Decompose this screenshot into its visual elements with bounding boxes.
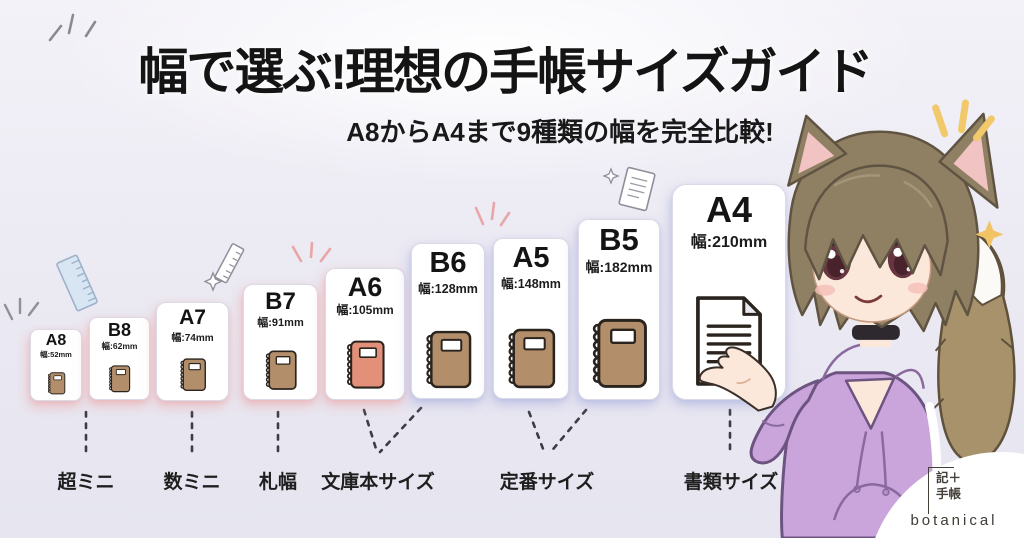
notebook-icon: [108, 365, 131, 393]
bangs: [803, 164, 949, 281]
size-card-a5: A5 幅:148mm: [493, 238, 569, 399]
small-ruler-icon: [214, 243, 245, 284]
size-width: 幅:52mm: [40, 350, 72, 360]
size-name: B8: [107, 319, 131, 340]
size-name: B5: [599, 222, 639, 257]
eyebrow-left: [816, 231, 853, 239]
brand-name: botanical: [910, 512, 998, 529]
size-width: 幅:62mm: [101, 340, 138, 351]
size-card-b6: B6 幅:128mm: [411, 243, 485, 399]
document-icon: [692, 295, 766, 387]
logo-mark-bottom: 手帳: [936, 486, 962, 501]
size-name: A5: [512, 241, 550, 274]
category-label-bunko: 文庫本サイズ: [321, 472, 435, 493]
emphasis-lines-a5: [474, 201, 511, 227]
hair-highlight: [833, 174, 933, 209]
brand-logo: 記＋ 手帳 botanical: [866, 452, 1024, 538]
size-card-a8: A8 幅:52mm: [30, 329, 82, 401]
sparkle-star-icon: [975, 220, 1004, 249]
category-label-mini: 数ミニ: [163, 472, 221, 493]
hair: [787, 130, 980, 333]
size-width: 幅:210mm: [690, 234, 768, 252]
page-title: 幅で選ぶ!理想の手帳サイズガイド: [138, 44, 873, 100]
size-width: 幅:74mm: [171, 332, 214, 344]
cat-ear-right: [938, 112, 999, 209]
size-card-a4: A4 幅:210mm: [672, 184, 786, 400]
choker: [852, 324, 900, 340]
blush-left: [815, 284, 836, 296]
excitement-marks: [932, 99, 995, 142]
size-card-a7: A7 幅:74mm: [156, 302, 229, 401]
eyes: [817, 238, 922, 281]
notebook-pink-icon: [345, 340, 386, 390]
category-label-standard: 定番サイズ: [499, 472, 595, 493]
category-label-bill-width: 札幅: [258, 472, 298, 493]
mouth: [854, 294, 883, 304]
size-width: 幅:148mm: [501, 277, 561, 292]
eyebrow-right: [886, 229, 923, 236]
size-name: B6: [429, 246, 467, 279]
notebook-icon: [506, 328, 557, 390]
size-name: A7: [179, 305, 206, 329]
logo-mark-top: 記＋: [936, 471, 962, 485]
sparkle-icon-2: [602, 167, 620, 185]
dashed-connectors: [84, 406, 732, 458]
logo-mark: 記＋ 手帳: [927, 466, 972, 514]
size-width: 幅:105mm: [336, 303, 394, 318]
size-card-b5: B5 幅:182mm: [578, 219, 660, 400]
page-subtitle: A8からA4まで9種類の幅を完全比較!: [346, 117, 774, 147]
size-name: A6: [347, 271, 383, 302]
size-width: 幅:182mm: [585, 258, 653, 275]
category-label-ultra-mini: 超ミニ: [57, 472, 115, 493]
category-label-document: 書類サイズ: [683, 472, 779, 493]
size-width: 幅:128mm: [418, 282, 478, 297]
size-width: 幅:91mm: [257, 316, 304, 329]
blush-right: [907, 282, 928, 294]
emphasis-lines-a8: [3, 297, 40, 321]
notebook-icon: [590, 318, 649, 390]
sparkle-icon: [203, 271, 223, 292]
cat-tail: [932, 229, 1016, 464]
size-name: A8: [45, 331, 67, 349]
paper-note-icon: [618, 166, 656, 212]
emphasis-lines-b7: [291, 241, 332, 263]
ruler-icon: [56, 254, 98, 312]
size-name: A4: [705, 188, 753, 230]
notebook-icon: [264, 350, 298, 391]
face: [812, 211, 932, 323]
notebook-icon: [424, 330, 473, 390]
size-card-b8: B8 幅:62mm: [89, 317, 150, 400]
notebook-icon: [179, 358, 207, 392]
neck: [859, 307, 892, 347]
notebook-icon: [47, 372, 66, 395]
size-card-a6: A6 幅:105mm: [325, 268, 405, 400]
size-card-b7: B7 幅:91mm: [243, 284, 318, 400]
size-name: B7: [265, 287, 296, 315]
